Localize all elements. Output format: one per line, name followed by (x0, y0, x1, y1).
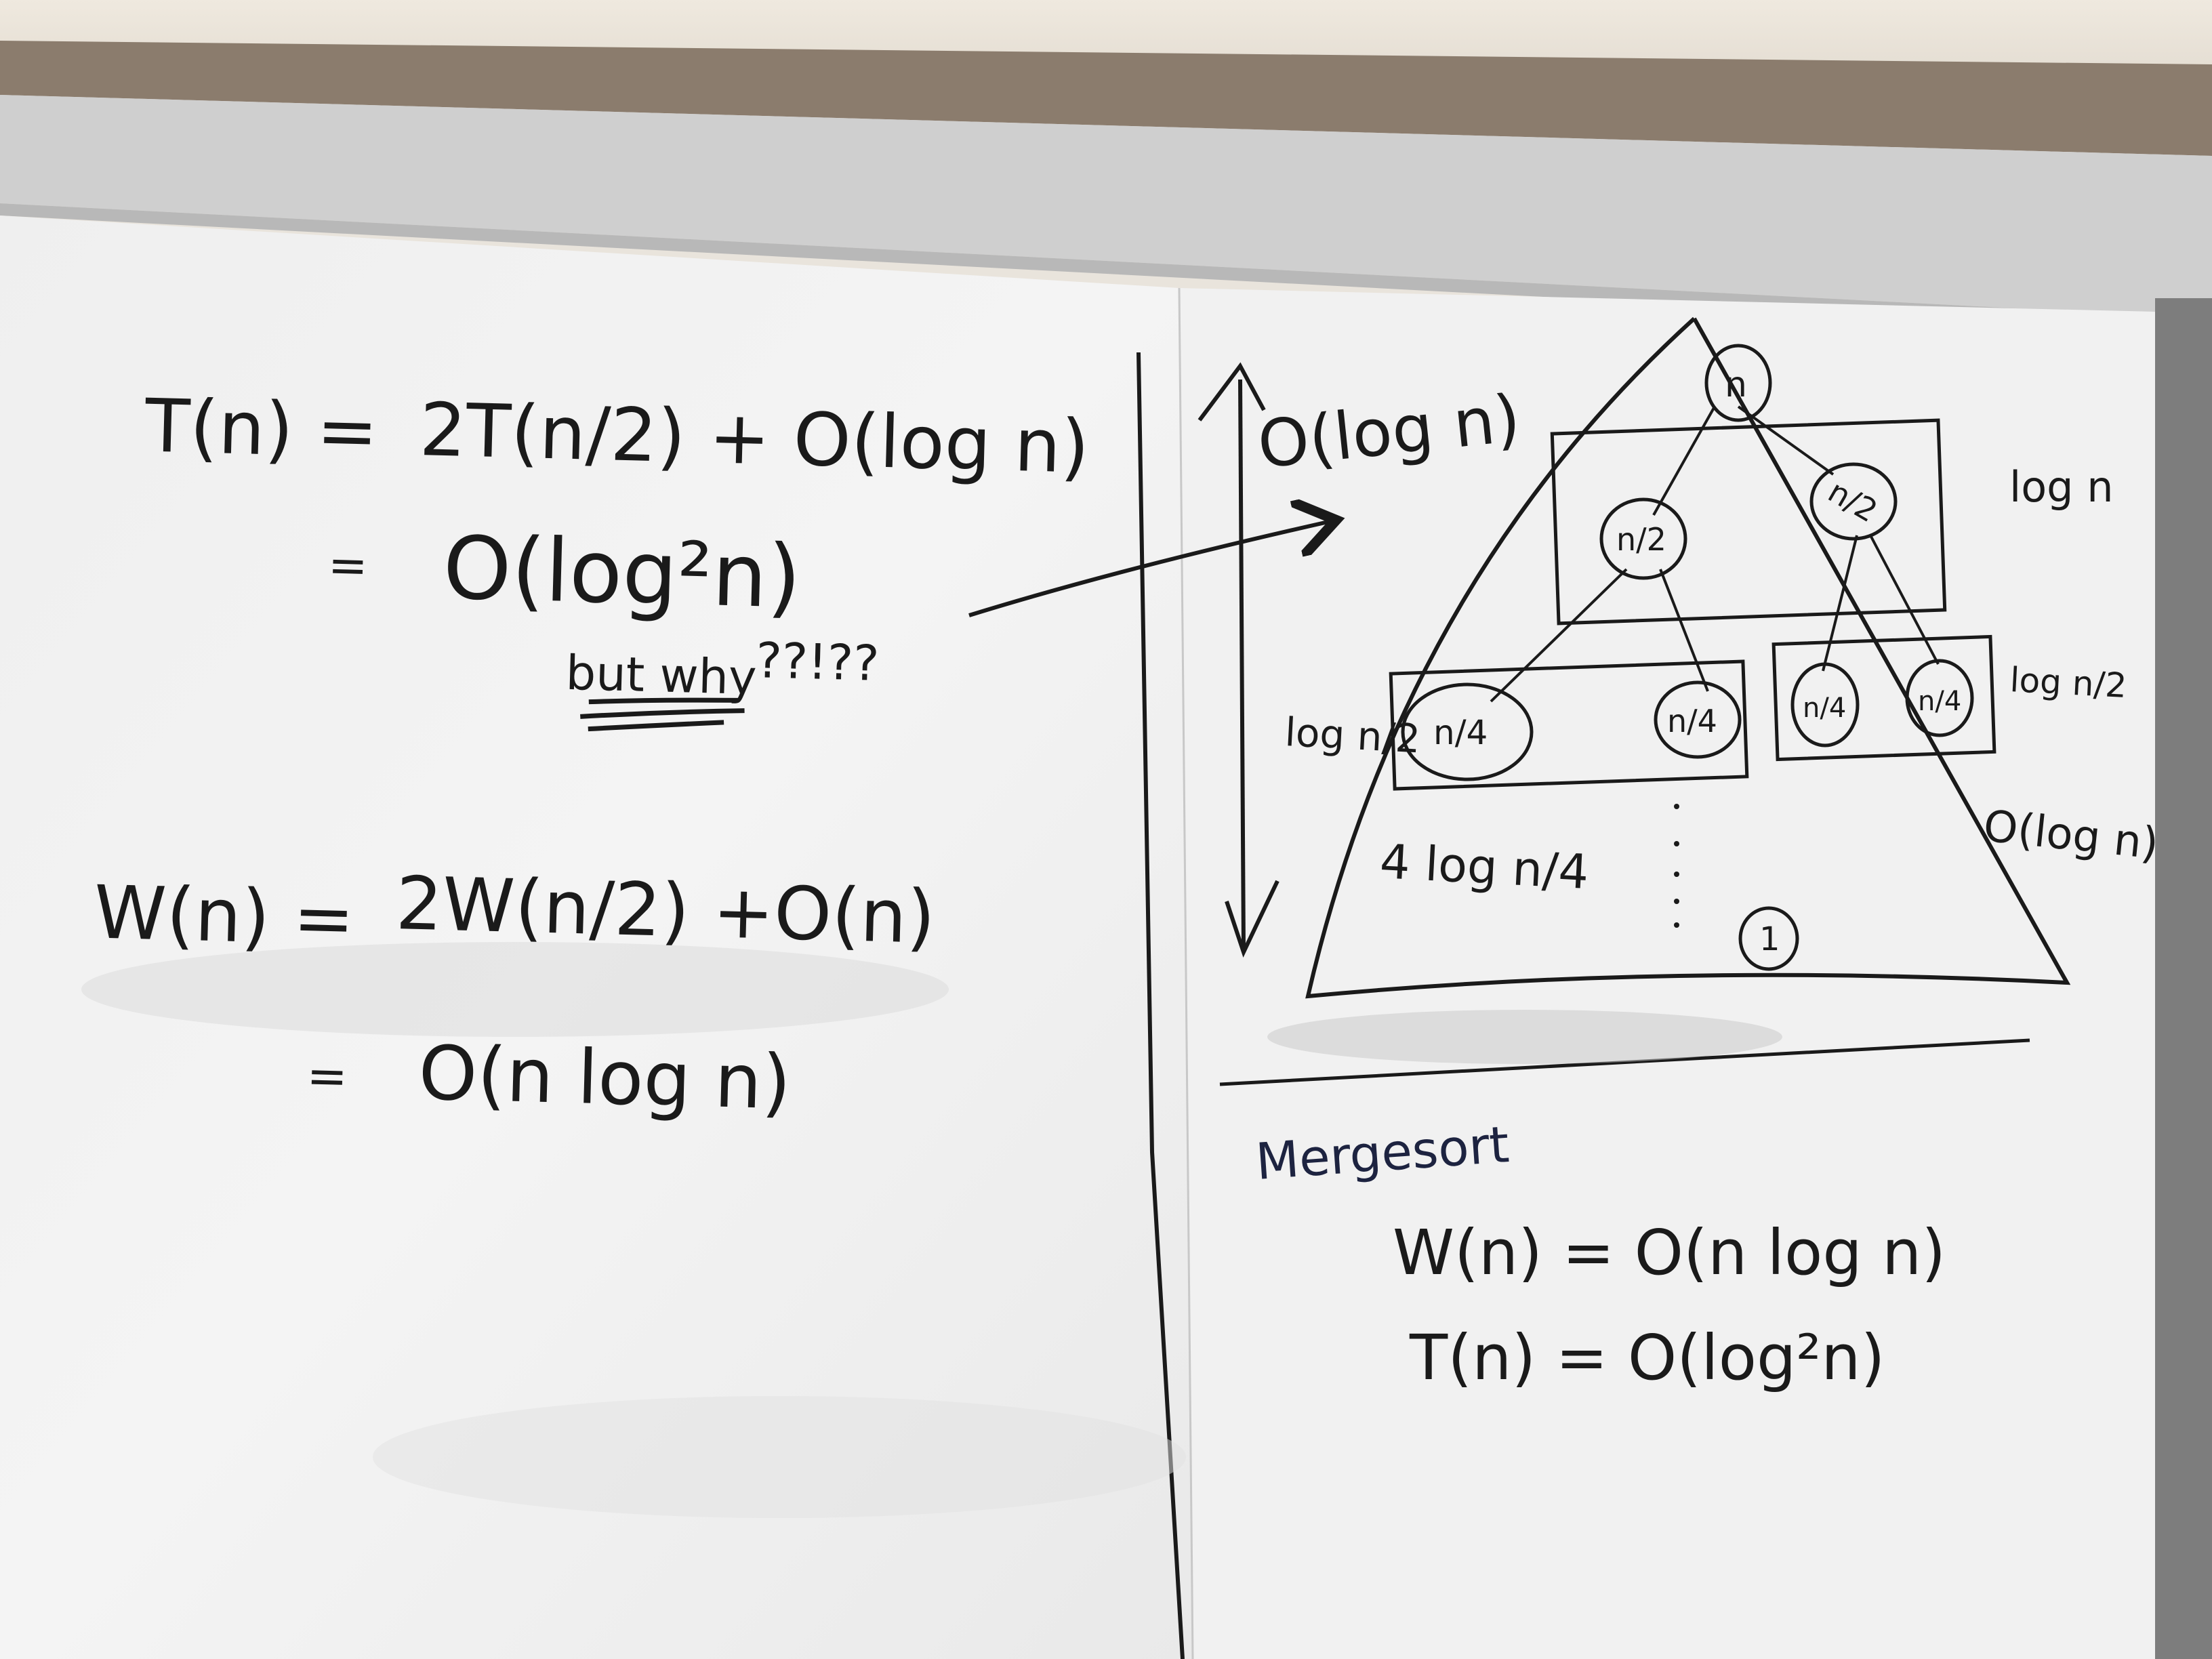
level-cost-middle-right: log n/2 (2009, 660, 2127, 705)
but-why-note: but why (565, 645, 758, 705)
tree-node-level2-label: n/4 (1803, 693, 1846, 724)
tree-edge (1822, 535, 1858, 672)
level1-box (1550, 418, 1947, 626)
tree-edge (1737, 405, 1835, 476)
tree-edge (1869, 535, 1940, 665)
recurrence-w-lhs: W(n) = (93, 870, 355, 962)
continuation-dot (1674, 899, 1679, 904)
divider-line (1136, 352, 1185, 1659)
tree-leaf-node (1738, 906, 1799, 971)
but-why-underline-1 (588, 697, 738, 705)
mergesort-work: W(n) = O(n log n) (1393, 1216, 1946, 1289)
tree-node-root-label: n (1725, 365, 1747, 405)
level-cost-top: log n (2009, 462, 2114, 512)
depth-arrow-up-head (1197, 362, 1266, 422)
tree-edge (1659, 569, 1709, 692)
level-cost-inside: 4 log n/4 (1378, 834, 1590, 900)
eraser-smudge (1267, 1010, 1782, 1064)
but-why-underline-3 (588, 720, 724, 732)
continuation-dot (1674, 922, 1679, 928)
eraser-smudge (81, 942, 949, 1037)
recurrence-w-result-eq: = (306, 1047, 348, 1105)
recurrence-w-block: W(n) = 2W(n/2) +O(n) = O(n log n) (93, 861, 937, 1126)
depth-arrow-shaft (1238, 379, 1246, 949)
whiteboard-right (1179, 288, 2155, 1659)
recurrence-t-result: O(log²n) (442, 518, 802, 628)
level2-right-box (1771, 634, 1996, 762)
board-right-frame (2155, 298, 2212, 1659)
level-cost-middle-left: log n/2 (1284, 709, 1421, 762)
tree-node-level1-label: n/2 (1616, 521, 1666, 558)
tree-node-level2 (1401, 682, 1534, 781)
tree-edge (1490, 568, 1628, 703)
recurrence-t-lhs: T(n) = (144, 384, 380, 474)
recurrence-t-rhs: 2T(n/2) + O(log n) (419, 388, 1090, 490)
tree-leaf-label: 1 (1759, 920, 1780, 958)
tree-triangle (1305, 316, 2071, 999)
tree-node-level1 (1809, 462, 1898, 541)
level2-left-box (1389, 659, 1749, 791)
recurrence-w-rhs: 2W(n/2) +O(n) (395, 861, 937, 960)
tree-node-level2-label: n/4 (1918, 686, 1961, 717)
eraser-smudge (373, 1396, 1186, 1518)
tree-node-level2 (1790, 662, 1860, 747)
board-frame-top (0, 95, 2212, 319)
tree-node-level2 (1654, 680, 1742, 759)
whiteboard-left (0, 216, 1193, 1659)
triangle-base-line (1219, 1038, 2030, 1086)
question-marks: ??!?? (755, 632, 880, 692)
continuation-dot (1674, 841, 1679, 846)
recurrence-t-result-eq: = (327, 537, 369, 594)
but-why-underline-2 (580, 708, 745, 719)
mergesort-span: T(n) = O(log²n) (1409, 1322, 1885, 1394)
tree-node-level2-label: n/4 (1433, 713, 1488, 752)
marker-tray (0, 41, 2212, 156)
recurrence-w-result: O(n log n) (417, 1029, 792, 1126)
tree-node-level1 (1599, 497, 1687, 580)
tree-node-root (1704, 344, 1772, 422)
recurrence-t-block: T(n) = 2T(n/2) + O(log n) = O(log²n) but… (144, 384, 1090, 732)
tree-node-level2 (1905, 659, 1974, 737)
tree-node-level2-label: n/4 (1667, 703, 1717, 739)
continuation-dot (1674, 872, 1679, 877)
board-seam (1178, 287, 1194, 1659)
pointer-arrow (968, 522, 1328, 617)
depth-arrow-down-head (1225, 880, 1279, 958)
tree-edge (1652, 406, 1716, 516)
continuation-dot (1674, 804, 1679, 809)
